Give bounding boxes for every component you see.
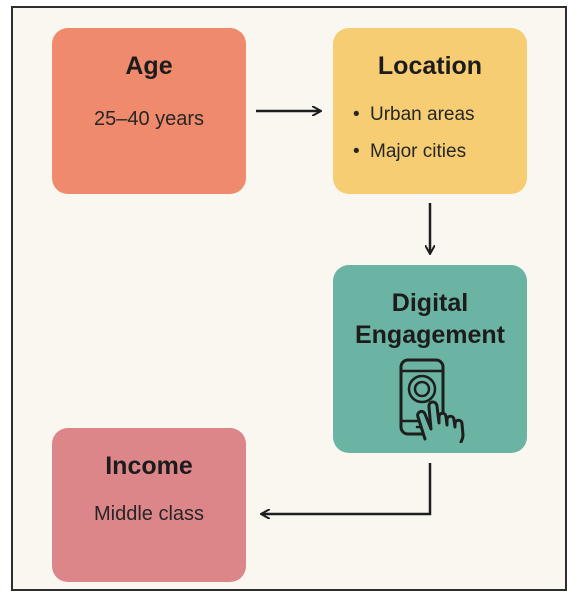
list-item: • Urban areas [353, 96, 475, 133]
income-title: Income [105, 452, 193, 480]
list-item: • Major cities [353, 133, 475, 170]
age-range-text: 25–40 years [93, 108, 205, 130]
age-title: Age [125, 52, 173, 80]
bullet-icon: • [353, 141, 360, 162]
location-bullet-list: • Urban areas • Major cities [353, 96, 475, 170]
location-box: Location • Urban areas • Major cities [333, 28, 527, 194]
income-class-text: Middle class [93, 503, 205, 525]
location-title: Location [377, 52, 483, 80]
location-bullet-cities: Major cities [370, 141, 467, 162]
income-box: Income Middle class [52, 428, 246, 582]
digital-title-line2: Engagement [354, 321, 506, 349]
bullet-icon: • [353, 104, 360, 125]
digital-engagement-box: Digital Engagement [333, 265, 527, 453]
age-box: Age 25–40 years [52, 28, 246, 194]
location-bullet-urban: Urban areas [370, 104, 475, 125]
smartphone-tap-icon [399, 358, 465, 443]
digital-title-line1: Digital [391, 289, 469, 317]
digital-engagement-title: Digital Engagement [333, 287, 527, 351]
arrow-digital-to-income [262, 463, 432, 514]
